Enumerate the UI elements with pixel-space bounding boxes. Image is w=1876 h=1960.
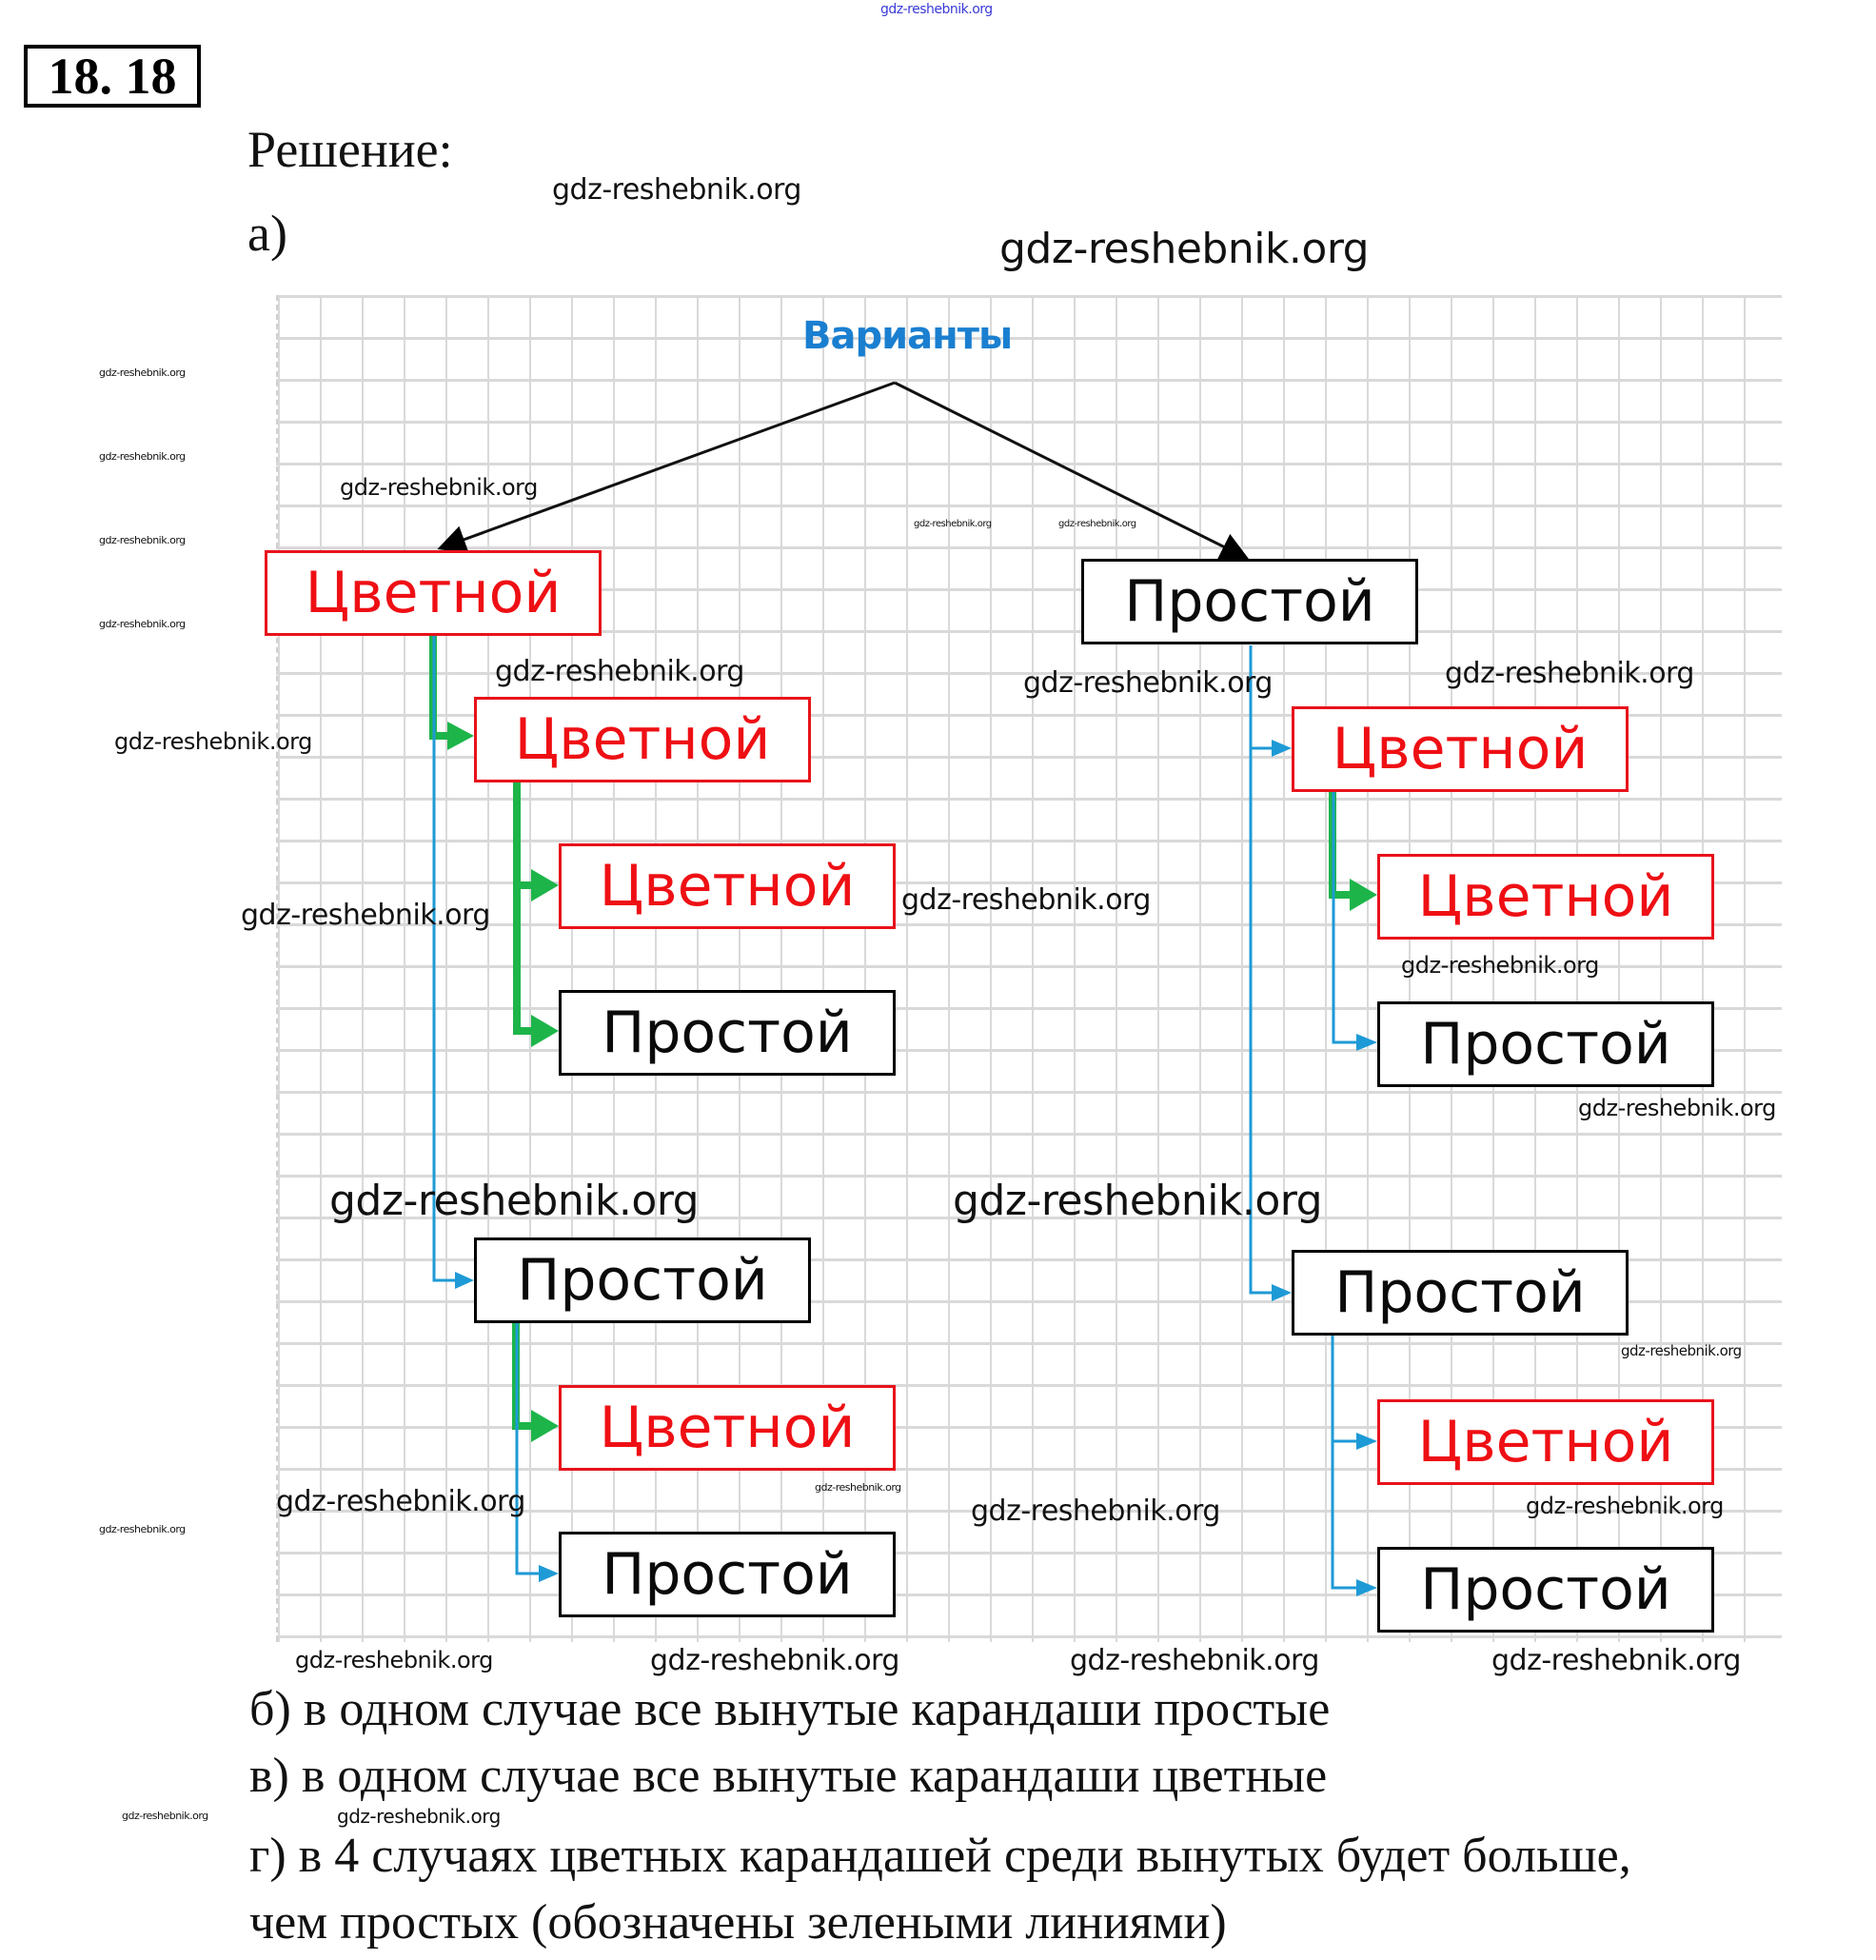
watermark: gdz-reshebnik.org (971, 1495, 1220, 1528)
edge-root-left (437, 381, 896, 553)
watermark: gdz-reshebnik.org (1621, 1342, 1742, 1359)
watermark: gdz-reshebnik.org (1058, 519, 1136, 529)
watermark: gdz-reshebnik.org (1445, 657, 1694, 690)
watermark: gdz-reshebnik.org (914, 519, 992, 529)
node-level2-colored-plain: Простой (474, 1237, 811, 1323)
watermark: gdz-reshebnik.org (901, 883, 1151, 917)
solution-heading: Решение: (247, 121, 453, 178)
edge-blue (1332, 792, 1358, 1044)
edge-blue (432, 636, 457, 1282)
edge-green (429, 636, 455, 740)
node-level1-plain: Простой (1081, 559, 1418, 644)
arrowhead-green (1350, 879, 1377, 911)
edge-blue (515, 1323, 541, 1575)
watermark: gdz-reshebnik.org (650, 1644, 899, 1677)
root-node-variants: Варианты (802, 314, 1013, 358)
watermark: gdz-reshebnik.org (1491, 1644, 1741, 1677)
arrowhead-blue (539, 1565, 559, 1582)
watermark: gdz-reshebnik.org (99, 450, 186, 463)
node-level2-plain-colored: Цветной (1292, 706, 1629, 792)
edge-blue (1249, 645, 1274, 1295)
watermark: gdz-reshebnik.org (99, 366, 186, 379)
edge-green (513, 782, 538, 1035)
edge-blue (1331, 1335, 1358, 1590)
node-level2-colored-colored: Цветной (474, 697, 811, 782)
watermark: gdz-reshebnik.org (953, 1177, 1323, 1225)
watermark: gdz-reshebnik.org (1401, 952, 1599, 979)
watermark: gdz-reshebnik.org (815, 1481, 901, 1494)
watermark: gdz-reshebnik.org (241, 899, 490, 932)
arrowhead-blue (1356, 1579, 1377, 1596)
watermark: gdz-reshebnik.org (1070, 1644, 1319, 1677)
arrowhead-blue (1272, 1284, 1292, 1301)
edge-green (512, 1323, 538, 1430)
node-level3-cp-colored: Цветной (559, 1385, 896, 1471)
node-level3-pp-plain: Простой (1377, 1547, 1714, 1633)
arrowhead-blue (1356, 1034, 1377, 1051)
arrowhead-blue (1356, 1433, 1377, 1450)
watermark: gdz-reshebnik.org (99, 1523, 186, 1535)
node-level3-pp-colored: Цветной (1377, 1399, 1714, 1485)
watermark: gdz-reshebnik.org (122, 1810, 208, 1822)
node-level3-cp-plain: Простой (559, 1532, 896, 1617)
watermark: gdz-reshebnik.org (337, 1805, 501, 1828)
node-level3-pc-plain: Простой (1377, 1001, 1714, 1087)
watermark: gdz-reshebnik.org (99, 534, 186, 546)
answer-v: в) в одном случае все вынутые карандаши … (249, 1749, 1328, 1803)
arrowhead-green (531, 1410, 559, 1442)
edge-green (1329, 792, 1356, 899)
watermark: gdz-reshebnik.org (99, 618, 186, 630)
watermark: gdz-reshebnik.org (340, 474, 538, 501)
answer-g-line1: г) в 4 случаях цветных карандашей среди … (249, 1829, 1631, 1883)
arrowhead-blue (1272, 740, 1292, 757)
node-level3-cc-colored: Цветной (559, 843, 896, 929)
node-level1-colored: Цветной (265, 550, 602, 636)
watermark: gdz-reshebnik.org (276, 1485, 525, 1518)
answer-g-line2: чем простых (обозначены зелеными линиями… (249, 1895, 1227, 1950)
watermark: gdz-reshebnik.org (880, 2, 993, 17)
arrowhead-green (531, 869, 559, 901)
watermark: gdz-reshebnik.org (552, 173, 801, 207)
arrowhead-green (531, 1015, 559, 1047)
watermark: gdz-reshebnik.org (1023, 666, 1273, 700)
part-a-label: а) (247, 205, 287, 262)
arrowhead-green (447, 722, 474, 750)
watermark: gdz-reshebnik.org (495, 655, 744, 688)
node-level2-plain-plain: Простой (1292, 1250, 1629, 1336)
watermark: gdz-reshebnik.org (329, 1177, 700, 1225)
problem-number: 18. 18 (24, 45, 201, 108)
edge-root-right (894, 381, 1250, 560)
watermark: gdz-reshebnik.org (295, 1647, 493, 1673)
watermark: gdz-reshebnik.org (1578, 1095, 1776, 1121)
watermark: gdz-reshebnik.org (999, 225, 1370, 273)
watermark: gdz-reshebnik.org (1526, 1493, 1724, 1519)
arrowhead-blue (455, 1272, 474, 1289)
node-level3-pc-colored: Цветной (1377, 854, 1714, 940)
node-level3-cc-plain: Простой (559, 990, 896, 1076)
watermark: gdz-reshebnik.org (114, 728, 312, 755)
answer-b: б) в одном случае все вынутые карандаши … (249, 1682, 1331, 1736)
